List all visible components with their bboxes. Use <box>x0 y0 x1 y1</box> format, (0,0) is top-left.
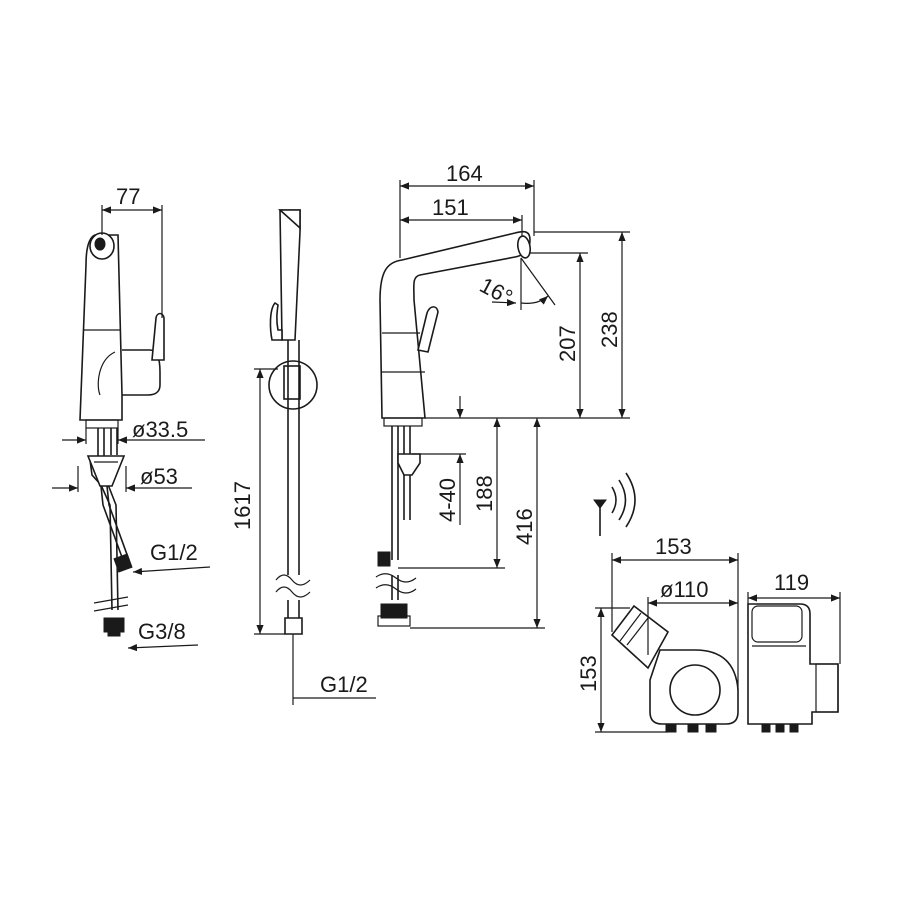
antenna-icon <box>593 499 607 536</box>
shower-hose-view <box>268 209 318 640</box>
faucet-side-view <box>79 232 165 637</box>
control-box-front-view <box>610 604 739 733</box>
control-box-dimensions: 153 ø110 119 153 <box>576 534 841 733</box>
dim-dia-110-label: ø110 <box>660 577 709 602</box>
dim-188-label: 188 <box>472 475 497 512</box>
angle-16-label: 16° <box>476 272 517 310</box>
dim-238-label: 238 <box>597 311 622 348</box>
faucet-main-view <box>375 230 532 627</box>
thread-g12-label: G1/2 <box>150 540 198 565</box>
dim-207-label: 207 <box>555 325 580 362</box>
main-dimensions: 164 151 16° 207 238 4-40 188 416 <box>398 161 630 629</box>
dim-416-label: 416 <box>512 508 537 545</box>
control-box-side-view <box>747 603 839 733</box>
thread-g12-shower-label: G1/2 <box>320 672 368 697</box>
dim-4-40-label: 4-40 <box>435 478 460 522</box>
dim-dia-33-5-label: ø33.5 <box>132 417 188 442</box>
left-dimensions: 77 ø33.5 ø53 G1/2 G3/8 <box>52 184 211 652</box>
dim-153-height-label: 153 <box>576 655 601 692</box>
dim-153-width-label: 153 <box>655 534 692 559</box>
dim-151-label: 151 <box>432 195 469 220</box>
dim-164-label: 164 <box>446 161 483 186</box>
dim-dia-53-label: ø53 <box>140 464 178 489</box>
thread-g38-label: G3/8 <box>138 619 186 644</box>
dim-119-label: 119 <box>774 570 809 595</box>
dim-77-label: 77 <box>116 184 140 209</box>
dim-1617-label: 1617 <box>230 481 255 530</box>
wireless-signal-icon <box>611 472 636 528</box>
shower-dimensions: 1617 G1/2 <box>230 368 376 705</box>
